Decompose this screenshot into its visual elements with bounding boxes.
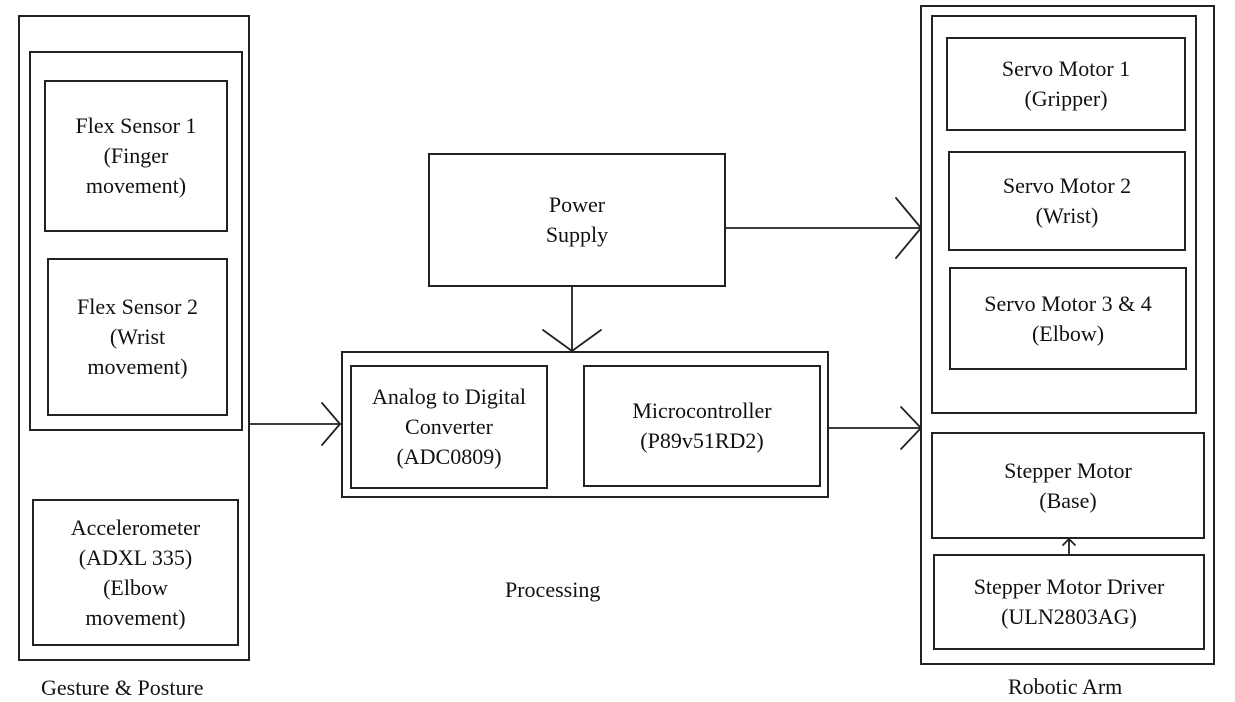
arrowhead-mcu-to-arm [900,406,922,450]
accelerometer-line: (Elbow [103,574,168,600]
servo-motor-1-line: Servo Motor 1 [1001,56,1131,81]
servo-motor-1-box [946,37,1186,131]
microcontroller-line: Microcontroller [632,398,772,423]
adc-line: Converter [405,414,493,439]
flex-sensor-2-label: Flex Sensor 2 (Wrist movement) [47,258,228,416]
flex-sensor-2-line: (Wrist [109,324,166,349]
stepper-motor-line: Stepper Motor [1004,457,1132,483]
flex-sensor-2-line: movement) [87,354,188,379]
accelerometer-line: movement) [85,604,186,630]
flex-sensor-2-box [47,258,228,416]
adc-line: Analog to Digital [372,384,526,409]
robotic-arm-caption: Robotic Arm [1008,674,1123,699]
power-supply-box [428,153,726,287]
adc-line: (ADC0809) [396,444,502,469]
stepper-motor-line: (Base) [1039,487,1097,513]
servo-motor-3-4-label: Servo Motor 3 & 4 (Elbow) [949,267,1187,370]
stepper-motor-box [931,432,1205,539]
flex-sensor-1-label: Flex Sensor 1 (Finger movement) [44,80,228,232]
gesture-posture-caption: Gesture & Posture [41,675,204,700]
adc-box [350,365,548,489]
power-supply-line: Power [548,192,606,217]
flex-sensor-1-line: Flex Sensor 1 [75,113,197,138]
flex-sensor-1-line: movement) [85,173,187,198]
accelerometer-line: Accelerometer [70,514,201,540]
accelerometer-line: (ADXL 335) [78,544,193,570]
servo-motor-2-box [948,151,1186,251]
microcontroller-line: (P89v51RD2) [640,428,764,453]
stepper-driver-label: Stepper Motor Driver (ULN2803AG) [933,554,1205,650]
stepper-driver-line: (ULN2803AG) [1001,604,1137,629]
servo-motor-1-label: Servo Motor 1 (Gripper) [946,37,1186,131]
flex-sensor-1-box [44,80,228,232]
microcontroller-box [583,365,821,487]
servo-motor-2-line: (Wrist) [1035,203,1099,228]
microcontroller-label: Microcontroller (P89v51RD2) [583,365,821,487]
arrowhead-power-to-servos [895,197,922,259]
servo-motor-2-line: Servo Motor 2 [1002,173,1132,198]
power-supply-line: Supply [545,222,609,247]
servo-motor-3-4-line: Servo Motor 3 & 4 [984,290,1152,316]
servo-motor-1-line: (Gripper) [1024,86,1108,111]
flex-sensor-1-line: (Finger [103,143,169,168]
processing-caption: Processing [505,577,601,602]
arrowhead-power-to-processing [542,329,602,352]
accelerometer-label: Accelerometer (ADXL 335) (Elbow movement… [32,499,239,646]
stepper-driver-line: Stepper Motor Driver [973,574,1165,599]
arrowhead-gesture-to-adc [321,402,341,446]
flex-sensor-2-line: Flex Sensor 2 [77,294,198,319]
accelerometer-box [32,499,239,646]
servo-motor-2-label: Servo Motor 2 (Wrist) [948,151,1186,251]
servo-motor-3-4-box [949,267,1187,370]
adc-label: Analog to Digital Converter (ADC0809) [350,365,548,489]
stepper-motor-label: Stepper Motor (Base) [931,432,1205,539]
power-supply-label: Power Supply [428,153,726,287]
stepper-driver-box [933,554,1205,650]
servo-motor-3-4-line: (Elbow) [1031,320,1105,346]
